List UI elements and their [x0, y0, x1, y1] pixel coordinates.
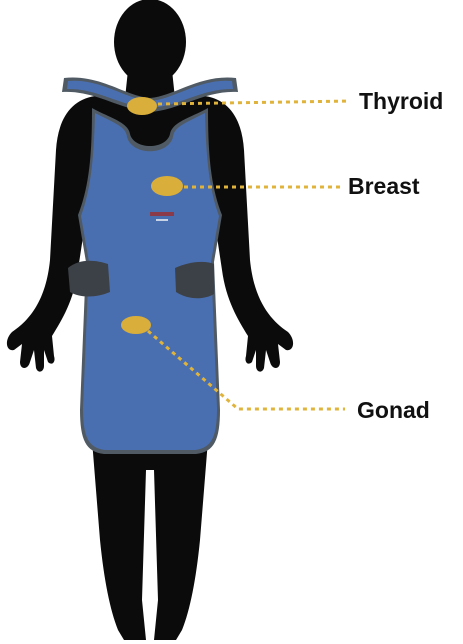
gonad-label: Gonad [357, 397, 430, 424]
thyroid-marker [127, 97, 157, 115]
gonad-marker [121, 316, 151, 334]
legs [92, 440, 208, 640]
right-side-panel [175, 262, 214, 298]
breast-marker [151, 176, 183, 196]
apron-tag-detail [156, 219, 168, 221]
left-side-panel [68, 261, 110, 297]
apron-tag [150, 212, 174, 216]
thyroid-label: Thyroid [359, 88, 443, 115]
breast-label: Breast [348, 173, 420, 200]
